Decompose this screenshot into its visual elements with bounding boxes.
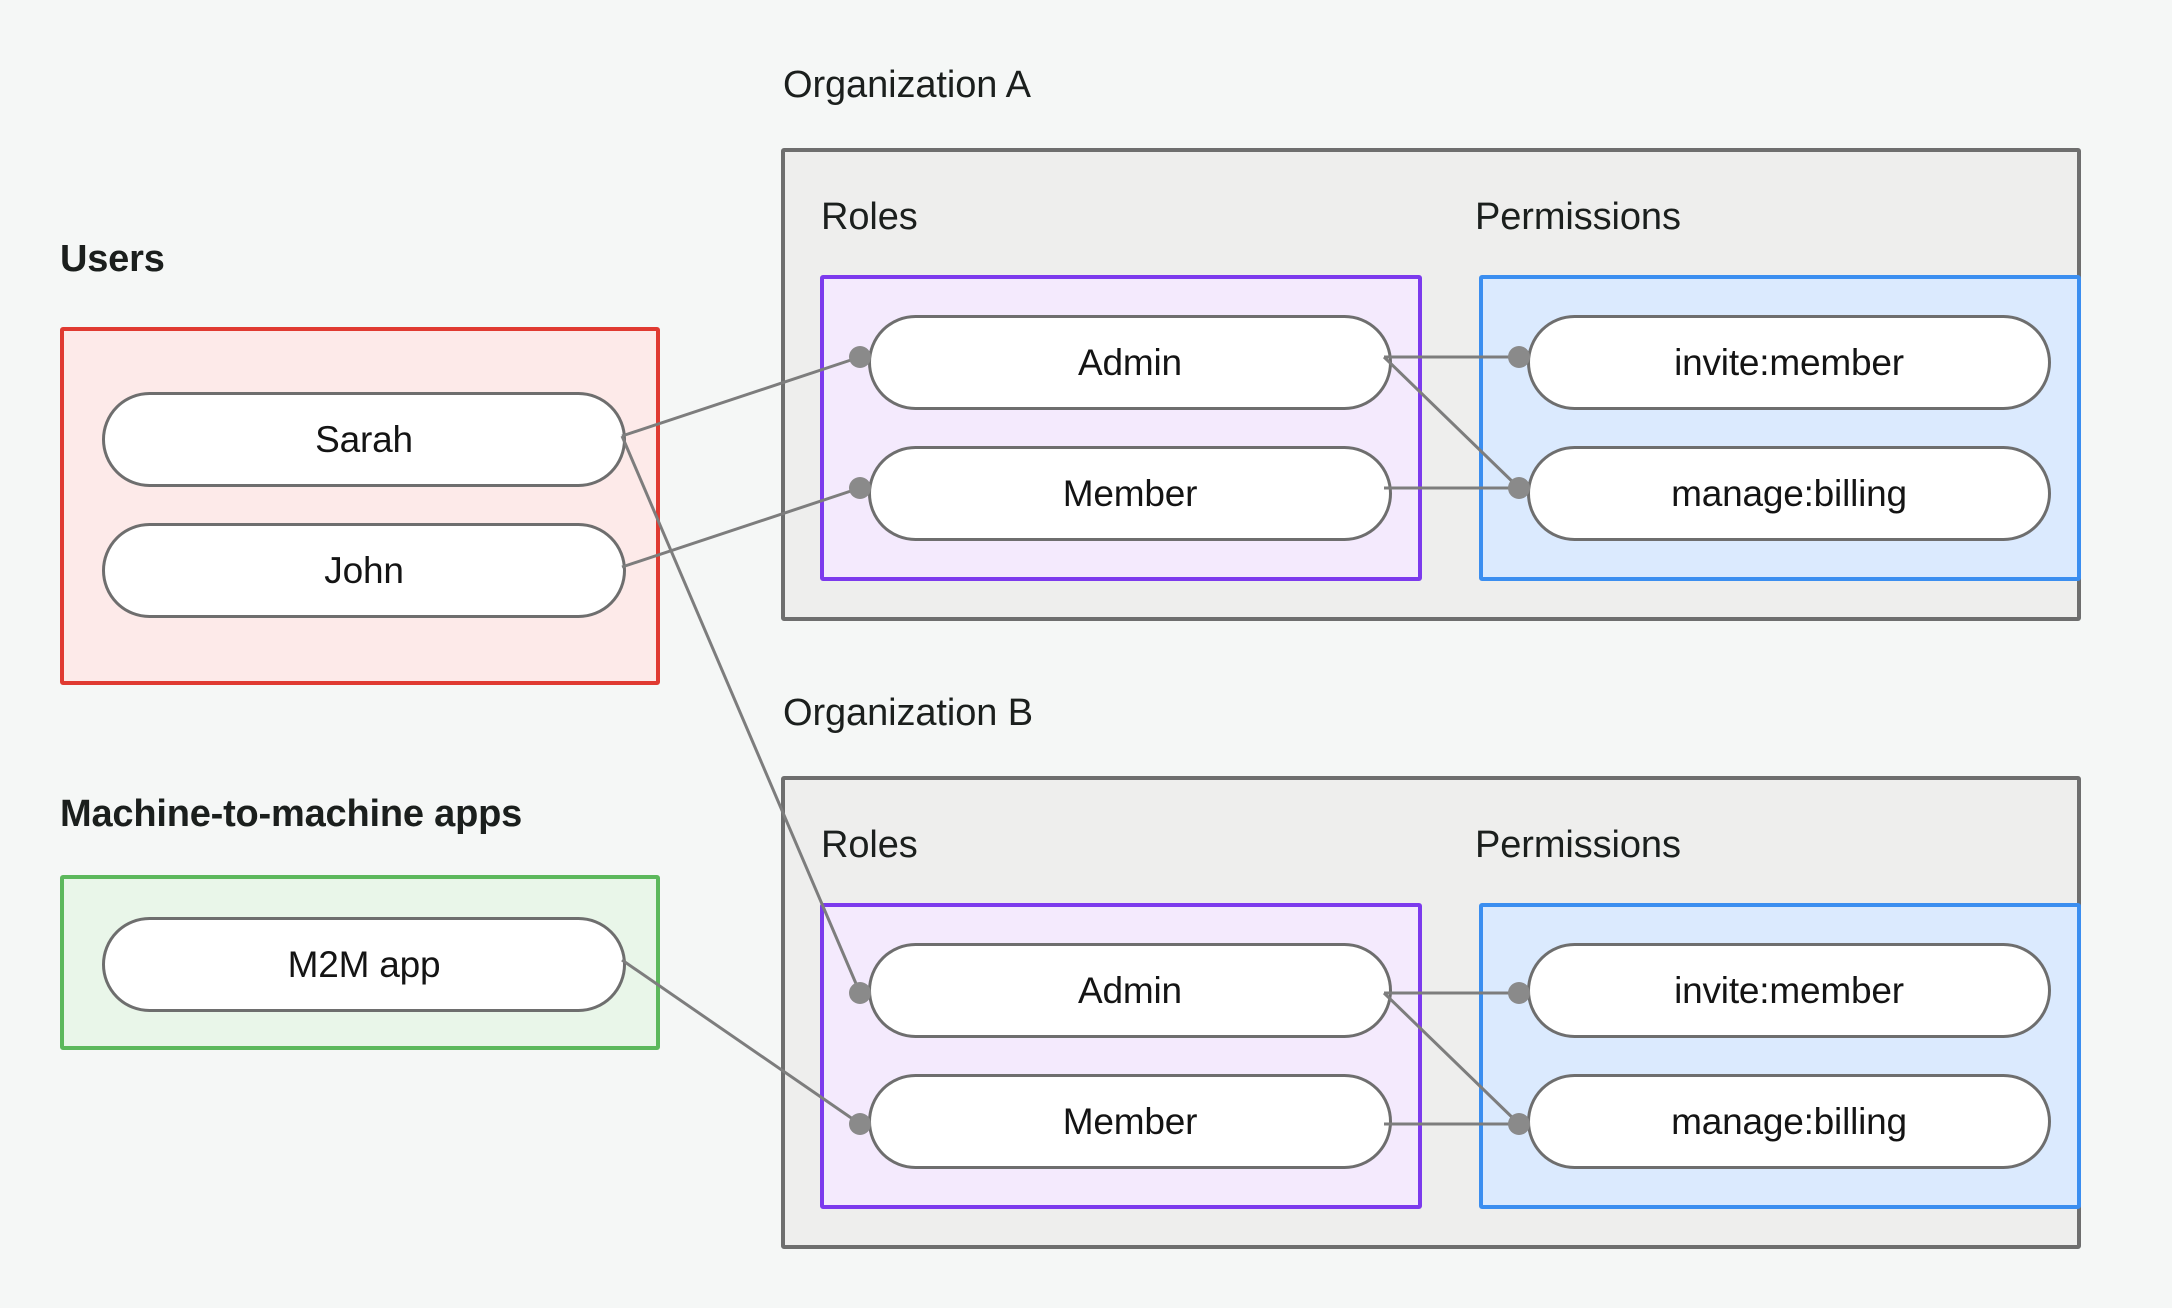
org-a-role-admin[interactable]: Admin [868,315,1392,410]
org-a-permission-manage-billing[interactable]: manage:billing [1527,446,2051,541]
users-group: Sarah John [60,327,660,685]
m2m-group: M2M app [60,875,660,1050]
org-b-roles-caption: Roles [821,824,918,866]
org-b-permission-manage-billing[interactable]: manage:billing [1527,1074,2051,1169]
org-a-roles-group: Admin Member [820,275,1422,581]
org-b-permissions-group: invite:member manage:billing [1479,903,2081,1209]
users-caption: Users [60,238,165,280]
org-b-roles-group: Admin Member [820,903,1422,1209]
m2m-node-app[interactable]: M2M app [102,917,626,1012]
org-a-permission-invite-member[interactable]: invite:member [1527,315,2051,410]
organization-b-group: Roles Permissions Admin Member invite:me… [781,776,2081,1249]
user-node-john[interactable]: John [102,523,626,618]
user-node-sarah[interactable]: Sarah [102,392,626,487]
org-a-permissions-group: invite:member manage:billing [1479,275,2081,581]
m2m-caption: Machine-to-machine apps [60,793,523,835]
org-b-permissions-caption: Permissions [1475,824,1681,866]
org-b-role-admin[interactable]: Admin [868,943,1392,1038]
org-a-role-member[interactable]: Member [868,446,1392,541]
organization-a-group: Roles Permissions Admin Member invite:me… [781,148,2081,621]
organization-a-caption: Organization A [783,64,1031,106]
org-a-permissions-caption: Permissions [1475,196,1681,238]
org-a-roles-caption: Roles [821,196,918,238]
organization-b-caption: Organization B [783,692,1033,734]
org-b-permission-invite-member[interactable]: invite:member [1527,943,2051,1038]
org-b-role-member[interactable]: Member [868,1074,1392,1169]
